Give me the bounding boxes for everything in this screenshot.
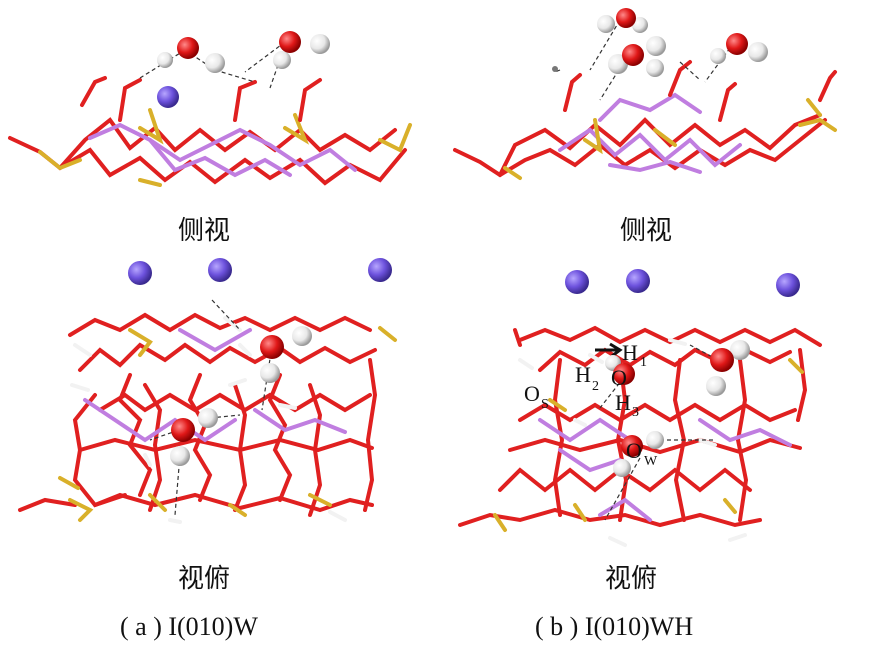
panel-a-top-view <box>18 258 397 524</box>
panel-b-side-framework <box>453 60 837 180</box>
water-molecule-icon <box>157 37 225 73</box>
panel-a-side-view <box>8 31 412 187</box>
svg-text:S: S <box>541 397 549 412</box>
panel-b-sub-caption: ( b ) I(010)WH <box>535 612 694 641</box>
panel-b-side-caption: 侧视 <box>620 216 673 246</box>
panel-a-top-caption: 视俯 <box>178 564 231 594</box>
atom-label-h3: H 3 <box>615 390 639 420</box>
panel-a-top-hbonds <box>149 299 273 516</box>
arrow-icon <box>609 342 623 358</box>
panel-a-top-framework <box>18 312 397 524</box>
metal-ion-icon <box>157 86 179 108</box>
metal-ion-icon <box>208 258 232 282</box>
metal-ion-icon <box>128 261 152 285</box>
atom-label-o: O <box>611 365 627 390</box>
panel-a-side-caption: 侧视 <box>178 216 231 246</box>
water-molecule-icon <box>260 326 312 383</box>
svg-text:1: 1 <box>640 355 647 370</box>
atom-label-h1: H 1 <box>622 340 647 370</box>
water-molecule-icon <box>170 408 218 466</box>
svg-text:2: 2 <box>592 379 599 394</box>
svg-text:3: 3 <box>632 405 639 420</box>
atom-label-os: O S <box>524 381 549 412</box>
panel-a-sub-caption: ( a ) I(010)W <box>120 612 258 641</box>
svg-text:O: O <box>611 365 627 390</box>
svg-text:O: O <box>626 438 642 463</box>
atom-label-ow: O W <box>626 438 658 469</box>
metal-ion-icon <box>368 258 392 282</box>
metal-ion-icon <box>776 273 800 297</box>
water-molecule-icon <box>613 431 664 477</box>
svg-text:H: H <box>622 340 638 365</box>
atom-label-h2: H 2 <box>575 362 599 394</box>
svg-text:H: H <box>615 390 631 415</box>
panel-b-side-view <box>453 8 837 180</box>
water-molecule-icon <box>706 340 750 396</box>
hydrogen-atom-icon <box>552 66 558 72</box>
water-molecule-icon <box>710 33 768 64</box>
metal-ion-icon <box>565 270 589 294</box>
svg-text:H: H <box>575 362 591 387</box>
panel-b-top-view: H 1 H 2 O H 3 O S O W <box>458 269 822 547</box>
water-molecule-icon <box>273 31 330 69</box>
panel-b-top-caption: 视俯 <box>605 564 658 594</box>
panel-a-side-framework <box>8 76 412 187</box>
metal-ion-icon <box>626 269 650 293</box>
water-molecule-icon <box>597 8 648 33</box>
water-molecule-icon <box>608 36 666 77</box>
svg-text:O: O <box>524 381 540 406</box>
svg-text:W: W <box>644 454 658 469</box>
water-molecule-icon <box>605 355 635 385</box>
